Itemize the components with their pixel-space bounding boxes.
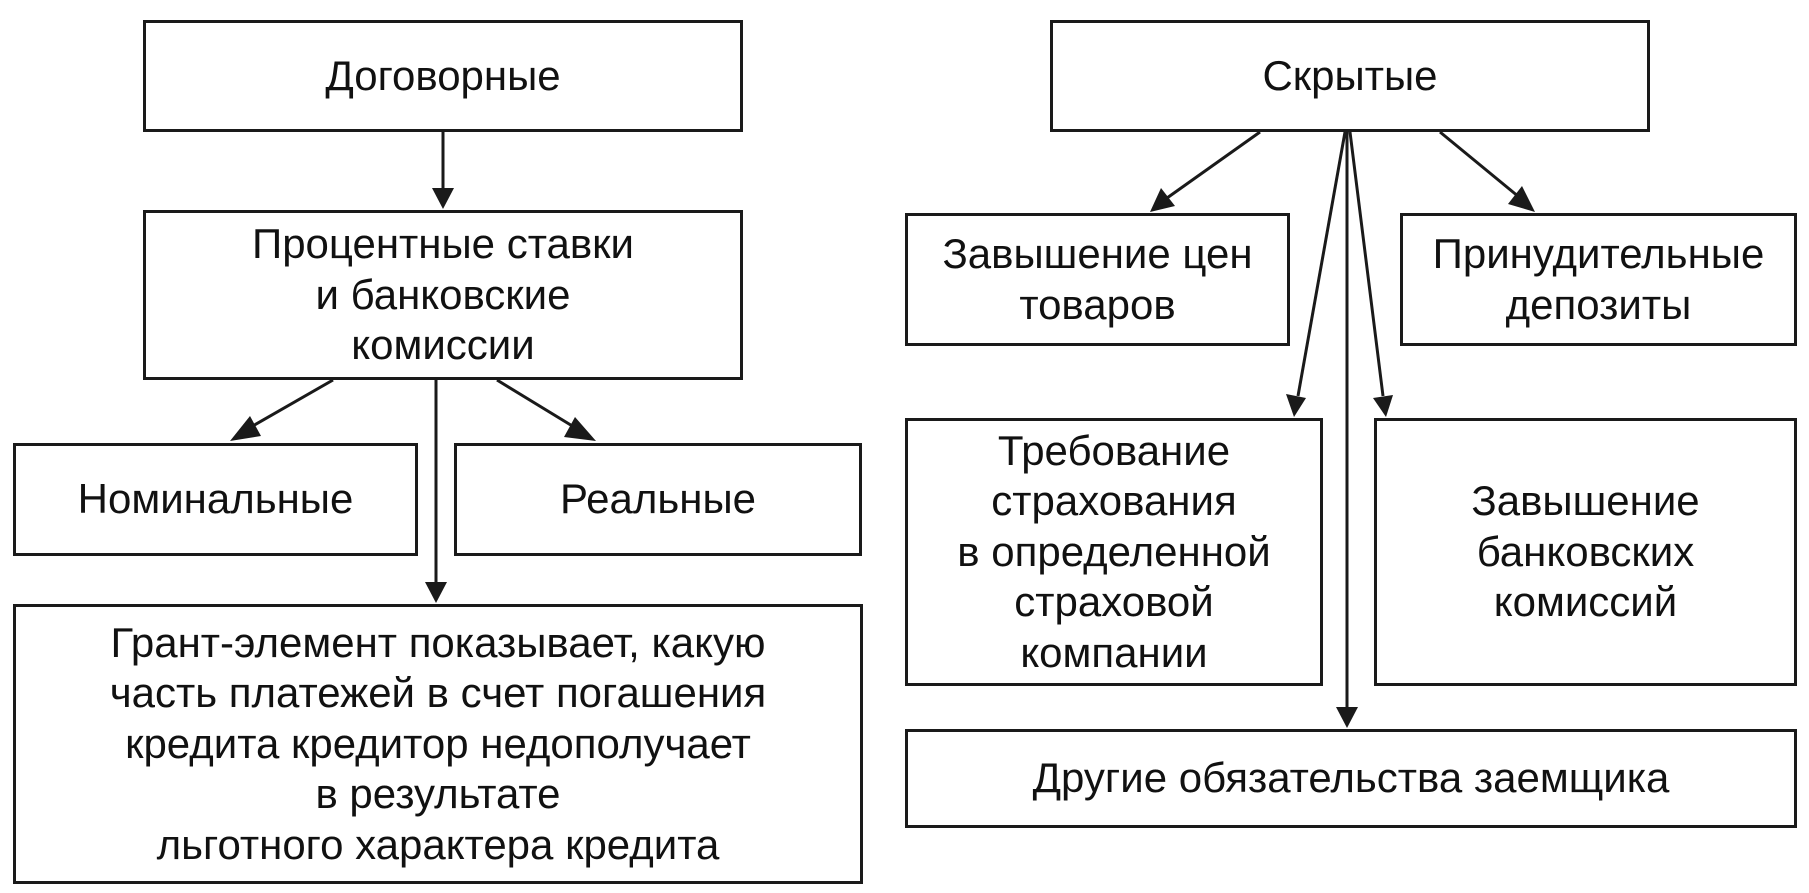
box-contractual: Договорные (143, 20, 743, 132)
arrowhead (230, 416, 261, 441)
arrow-hidden-to-deposits (1439, 130, 1520, 199)
box-grant-element: Грант-элемент показывает, какую часть пл… (13, 604, 863, 884)
arrowhead (1508, 186, 1535, 212)
arrowhead (1150, 188, 1175, 212)
box-hidden: Скрытые (1050, 20, 1650, 132)
arrowhead (1286, 394, 1306, 417)
arrowhead (1336, 707, 1358, 728)
box-forced-deposits: Принудительные депозиты (1400, 213, 1797, 346)
arrow-hidden-to-commissions (1348, 131, 1385, 397)
box-real: Реальные (454, 443, 862, 556)
arrowhead (425, 582, 447, 603)
arrow-rates-to-nominal (250, 378, 334, 429)
arrow-hidden-to-insurance (1296, 131, 1347, 397)
box-inflated-bank-commissions: Завышение банковских комиссий (1374, 418, 1797, 686)
box-insurance-requirement: Требование страхования в определенной ст… (905, 418, 1323, 686)
arrowhead (1373, 395, 1393, 417)
arrow-hidden-to-prices (1166, 130, 1261, 200)
arrowhead (432, 188, 454, 209)
box-interest-rates-commissions: Процентные ставки и банковские комиссии (143, 210, 743, 380)
box-inflated-prices: Завышение цен товаров (905, 213, 1290, 346)
arrowhead (564, 417, 596, 441)
box-nominal: Номинальные (13, 443, 418, 556)
box-other-obligations: Другие обязательства заемщика (905, 729, 1797, 828)
arrow-rates-to-real (496, 378, 575, 429)
